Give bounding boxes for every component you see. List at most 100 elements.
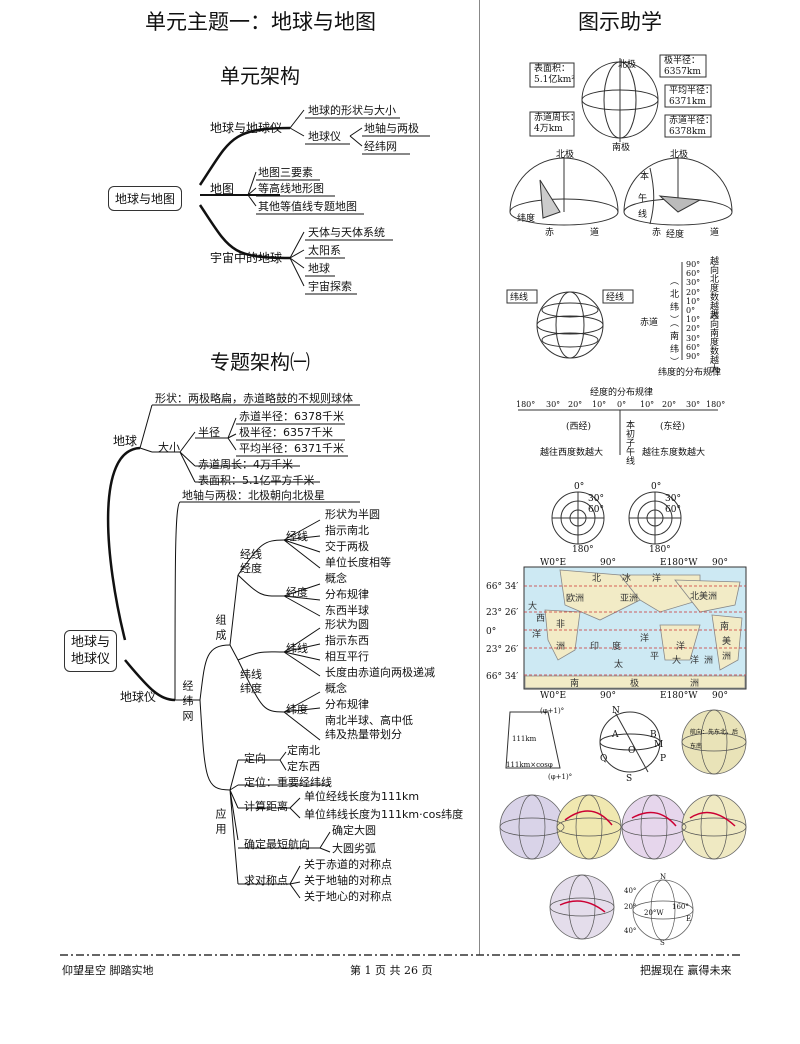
map-region-label: 洋 bbox=[532, 630, 542, 640]
map-top-tick: 90° bbox=[600, 558, 616, 568]
map-region-label: 欧洲 bbox=[566, 594, 585, 604]
map-lat-tick: 66° 34′ bbox=[486, 582, 519, 592]
fig-label: 极半径： 6357km bbox=[664, 56, 701, 77]
fig-label: 20° bbox=[624, 903, 637, 911]
latitude-tick: 10° bbox=[686, 296, 701, 306]
topic-leaf: 关于地心的对称点 bbox=[304, 890, 392, 903]
fig-label: 北极 bbox=[618, 60, 637, 70]
map-lat-tick: 23° 26′ bbox=[486, 608, 519, 618]
fig-label: 180° bbox=[572, 545, 594, 555]
fig-label: （北纬） bbox=[668, 276, 678, 328]
longitude-tick: 10° bbox=[592, 400, 607, 409]
longitude-tick: 180° bbox=[706, 400, 726, 409]
fig-label: 经线 bbox=[606, 293, 625, 303]
topic-leaf: 单位长度相等 bbox=[325, 556, 391, 569]
topic-leaf: 定东西 bbox=[287, 760, 320, 773]
unit-leaf: 地图三要素 bbox=[258, 166, 313, 179]
fig-label: 南极 bbox=[612, 143, 631, 153]
latitude-tick: 10° bbox=[686, 315, 701, 325]
page-number: 第 1 页 共 26 页 bbox=[350, 964, 433, 977]
fig-label: 本 bbox=[640, 172, 650, 182]
topic-leaf: 大圆劣弧 bbox=[332, 842, 376, 855]
topic-earth: 地球 bbox=[113, 434, 138, 448]
map-region-label: 大 bbox=[528, 602, 538, 612]
fig-label: 60° bbox=[588, 505, 604, 515]
fig-label: 北极 bbox=[556, 150, 575, 160]
fig-label: 平均半径： 6371km bbox=[669, 86, 715, 107]
map-lat-tick: 23° 26′ bbox=[486, 645, 519, 655]
fig-label: (东经) bbox=[660, 422, 686, 432]
topic-compose: 组成 bbox=[214, 614, 227, 644]
fig-label: 40° bbox=[624, 927, 637, 935]
map-bottom-tick: W0°E bbox=[540, 691, 567, 701]
fig-label: 赤道 bbox=[640, 318, 659, 328]
fig-label: 30° bbox=[588, 494, 604, 504]
topic-map-root: 地球与 地球仪 bbox=[64, 630, 118, 672]
topic-leaf: 平均半径：6371千米 bbox=[239, 442, 344, 455]
fig-label: 道 bbox=[710, 228, 720, 238]
topic-leaf: 指示南北 bbox=[325, 524, 369, 537]
unit-branch-map: 地图 bbox=[210, 182, 235, 196]
topic-leaf: 长度由赤道向两极递减 bbox=[325, 666, 435, 679]
map-region-label: 北 bbox=[592, 574, 602, 584]
topic-distance: 计算距离 bbox=[244, 800, 288, 813]
topic-apply: 应用 bbox=[214, 808, 227, 838]
fig-label: 20°W bbox=[644, 909, 664, 917]
map-region-label: 西 bbox=[536, 614, 546, 624]
fig-label: 纬度的分布规律 bbox=[658, 368, 722, 378]
fig-label: 道 bbox=[590, 228, 600, 238]
unit-map-title: 单元架构 bbox=[220, 64, 300, 88]
fig-label: 160° bbox=[672, 903, 689, 911]
map-region-label: 平 bbox=[650, 652, 660, 662]
map-lat-tick: 66° 34′ bbox=[486, 672, 519, 682]
footer-left: 仰望星空 脚踏实地 bbox=[62, 964, 154, 977]
unit-leaf: 地球 bbox=[308, 262, 330, 275]
topic-leaf: 分布规律 bbox=[325, 698, 369, 711]
latitude-tick: 60° bbox=[686, 342, 701, 352]
fig-label: 30° bbox=[665, 494, 681, 504]
latitude-tick: 30° bbox=[686, 333, 701, 343]
topic-leaf: 交于两极 bbox=[325, 540, 369, 553]
fig-label: 越往西度数越大 bbox=[540, 448, 604, 458]
map-region-label: 洲 bbox=[704, 656, 714, 666]
fig-label: 北极 bbox=[670, 150, 689, 160]
map-region-label: 南 bbox=[720, 622, 730, 632]
fig-label: E bbox=[686, 915, 692, 923]
fig-label: 赤道半径： 6378km bbox=[669, 116, 715, 137]
topic-leaf: 相互平行 bbox=[325, 650, 369, 663]
map-region-label: 洋 bbox=[652, 574, 662, 584]
map-region-label: 洋 bbox=[676, 642, 686, 652]
topic-meridian-degree: 经线 经度 bbox=[240, 548, 262, 575]
topic-leaf: 形状为圆 bbox=[325, 618, 369, 631]
map-region-label: 洋 bbox=[690, 656, 700, 666]
topic-leaf: 指示东西 bbox=[325, 634, 369, 647]
topic-map-lines bbox=[106, 404, 360, 899]
fig-label: 赤 bbox=[545, 228, 555, 238]
map-bottom-tick: 90° bbox=[712, 691, 728, 701]
latitude-tick: 0° bbox=[686, 306, 696, 315]
map-top-tick: 90° bbox=[712, 558, 728, 568]
topic-meridian: 经线 bbox=[286, 530, 308, 543]
fig-label: 越向南度数越大 bbox=[708, 310, 718, 373]
topic-leaf: 关于地轴的对称点 bbox=[304, 874, 392, 887]
topic-shape: 形状：两极略扁，赤道略鼓的不规则球体 bbox=[155, 392, 353, 405]
fig-label: 111km bbox=[512, 735, 537, 743]
map-region-label: 非 bbox=[556, 620, 566, 630]
topic-symmetry: 求对称点 bbox=[244, 874, 288, 887]
unit-leaf: 经纬网 bbox=[364, 140, 397, 153]
fig-label: (φ+1)° bbox=[548, 773, 573, 781]
topic-axis: 地轴与两极：北极朝向北极星 bbox=[182, 489, 325, 502]
figure-graphics bbox=[60, 54, 747, 956]
fig-label: 纬线 bbox=[510, 293, 529, 303]
latitude-tick: 20° bbox=[686, 324, 701, 334]
fig-label: 越向北度数越大 bbox=[708, 256, 718, 319]
map-bottom-tick: E180°W bbox=[660, 691, 698, 701]
fig-label: 经度 bbox=[666, 230, 685, 240]
latitude-tick: 90° bbox=[686, 260, 701, 269]
latitude-tick: 60° bbox=[686, 269, 701, 279]
topic-leaf: 定南北 bbox=[287, 744, 320, 757]
unit-map-lines bbox=[198, 109, 430, 295]
map-region-label: 极 bbox=[630, 679, 640, 689]
topic-leaf: 单位纬线长度为111km·cos纬度 bbox=[304, 808, 464, 821]
fig-label: 赤道周长： 4万km bbox=[534, 113, 580, 134]
